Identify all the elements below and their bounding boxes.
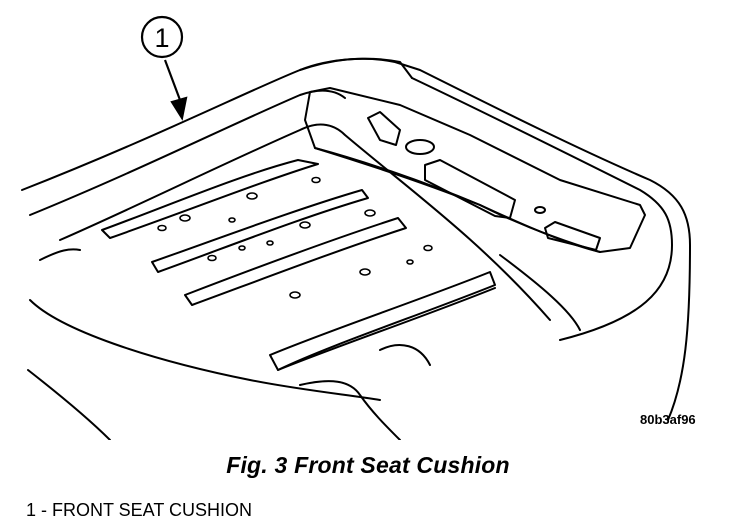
right-channel xyxy=(499,254,581,331)
callout-arrowhead xyxy=(170,96,188,121)
cushion-right-rim xyxy=(411,77,673,341)
legend-item: 1 - FRONT SEAT CUSHION xyxy=(26,500,253,520)
cushion-front-rim xyxy=(29,89,346,216)
tray-hole xyxy=(423,244,433,252)
figure-caption: Fig. 3 Front Seat Cushion xyxy=(226,452,510,478)
tray-hole xyxy=(359,268,371,276)
callout-number: 1 xyxy=(154,23,169,53)
tray-left-edge xyxy=(59,123,551,321)
tray-hole xyxy=(238,245,246,251)
tray-hole xyxy=(266,240,274,246)
tray-hole xyxy=(299,221,311,229)
cushion-outer-outline xyxy=(21,57,691,421)
support-slat-front xyxy=(269,271,496,371)
rear-bolster-slot-1 xyxy=(367,111,401,146)
tray-hole xyxy=(207,254,217,262)
tray-hole xyxy=(228,217,236,223)
tray-bottom-curve xyxy=(29,299,381,401)
tray-left-inner xyxy=(39,248,81,261)
tray-hole xyxy=(157,224,167,232)
rear-bolster xyxy=(304,87,646,253)
tray-hole xyxy=(179,214,191,222)
support-slat-2 xyxy=(151,189,369,273)
rear-bolster-slot-3 xyxy=(544,221,601,251)
seat-cushion-drawing: 1 80b3af96 xyxy=(21,15,696,440)
tray-mid-dip xyxy=(379,344,431,366)
callout-circle xyxy=(140,15,184,59)
tray-hole xyxy=(311,176,321,184)
cushion-left-lower xyxy=(27,369,111,440)
tray-hole xyxy=(289,291,301,299)
rear-bolster-hole xyxy=(405,139,435,155)
rear-bolster-hole-small xyxy=(534,206,546,214)
cushion-top-rim xyxy=(299,57,413,79)
support-slat-3 xyxy=(184,217,407,306)
tray-front-dip xyxy=(299,380,401,440)
tray-hole xyxy=(364,209,376,217)
support-slat-front-lip xyxy=(277,287,496,371)
rear-bolster-ridge xyxy=(314,147,601,253)
callout-leader xyxy=(163,59,182,101)
tray-hole xyxy=(246,192,258,200)
tray-hole xyxy=(406,259,414,265)
image-code: 80b3af96 xyxy=(640,412,696,427)
rear-bolster-slot-2 xyxy=(424,159,516,219)
support-slat-1 xyxy=(101,159,319,239)
